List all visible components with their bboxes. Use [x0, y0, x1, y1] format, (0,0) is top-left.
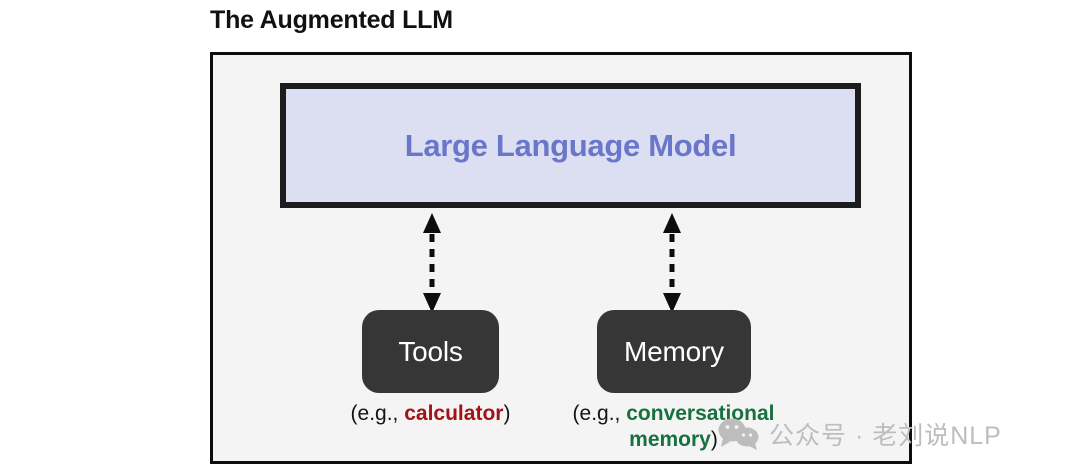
caption-prefix: (e.g., [350, 402, 405, 425]
node-tools-caption: (e.g., calculator) [318, 401, 543, 427]
arrowhead-up-icon [423, 213, 441, 233]
page-title: The Augmented LLM [210, 6, 453, 34]
caption-prefix: (e.g., [572, 402, 627, 425]
diagram-panel: Large Language Model Tools Memory (e.g.,… [210, 52, 912, 464]
node-tools: Tools [362, 310, 499, 393]
node-tools-label: Tools [398, 335, 463, 367]
node-memory-caption: (e.g., conversational memory) [541, 401, 806, 452]
caption-highlight-conversational-memory: conversational memory [626, 402, 775, 451]
connector-llm-memory [659, 213, 685, 313]
arrowhead-down-icon [663, 293, 681, 313]
caption-suffix: ) [710, 427, 718, 451]
node-memory-label: Memory [624, 335, 724, 367]
caption-suffix: ) [503, 402, 511, 425]
connector-llm-tools [419, 213, 445, 313]
caption-highlight-calculator: calculator [404, 402, 504, 425]
llm-box-label: Large Language Model [404, 127, 737, 163]
node-memory: Memory [597, 310, 751, 393]
llm-box: Large Language Model [280, 83, 861, 208]
arrowhead-up-icon [663, 213, 681, 233]
arrowhead-down-icon [423, 293, 441, 313]
